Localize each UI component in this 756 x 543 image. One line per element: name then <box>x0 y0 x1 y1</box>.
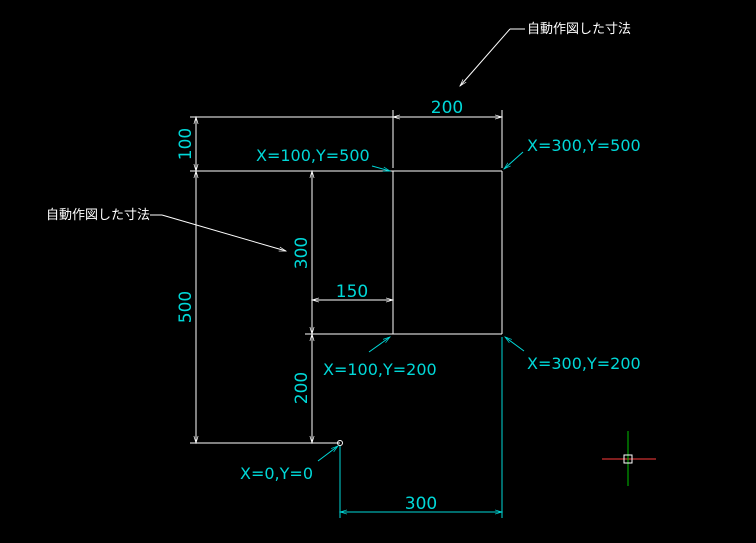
annotation-leader-top <box>459 28 525 87</box>
coord-label-bottom-right: X=300,Y=200 <box>527 354 641 373</box>
rectangle-geometry[interactable] <box>392 170 503 335</box>
coord-label-bottom-left: X=100,Y=200 <box>323 360 437 379</box>
coord-label-origin: X=0,Y=0 <box>240 464 313 483</box>
dimension-bottom-height[interactable]: 200 <box>292 332 315 445</box>
dimension-inner-width[interactable]: 150 <box>310 282 395 303</box>
coord-leader-top-left <box>371 165 392 172</box>
origin-point-marker[interactable] <box>337 440 343 446</box>
annotation-label-top: 自動作図した寸法 <box>527 22 631 37</box>
coord-leader-origin <box>317 445 339 462</box>
dimension-text-top-height: 100 <box>176 128 196 160</box>
coord-leader-bottom-right <box>504 336 525 352</box>
dimension-inner-height[interactable]: 300 <box>292 169 393 336</box>
dimension-text-bottom-height: 200 <box>292 372 312 404</box>
dimension-text-inner-height: 300 <box>292 237 312 269</box>
coord-leader-bottom-left <box>368 336 391 353</box>
dimension-text-left-height: 500 <box>176 291 196 323</box>
annotation-label-left: 自動作図した寸法 <box>46 208 150 223</box>
dimension-text-bottom-width: 300 <box>405 494 437 514</box>
dimension-text-top-width: 200 <box>431 98 463 118</box>
crosshair-cursor-icon <box>602 431 656 486</box>
dimension-top-height[interactable]: 100 <box>176 115 393 173</box>
coord-label-top-left: X=100,Y=500 <box>256 146 370 165</box>
dimension-bottom-width[interactable]: 300 <box>338 337 504 518</box>
coord-leader-top-right <box>503 151 524 170</box>
coord-label-top-right: X=300,Y=500 <box>527 136 641 155</box>
dimension-top-width[interactable]: 200 <box>391 98 504 168</box>
annotation-leader-left <box>150 214 288 252</box>
dimension-text-inner-width: 150 <box>336 282 368 302</box>
dimension-left-height[interactable]: 500 <box>176 169 340 445</box>
